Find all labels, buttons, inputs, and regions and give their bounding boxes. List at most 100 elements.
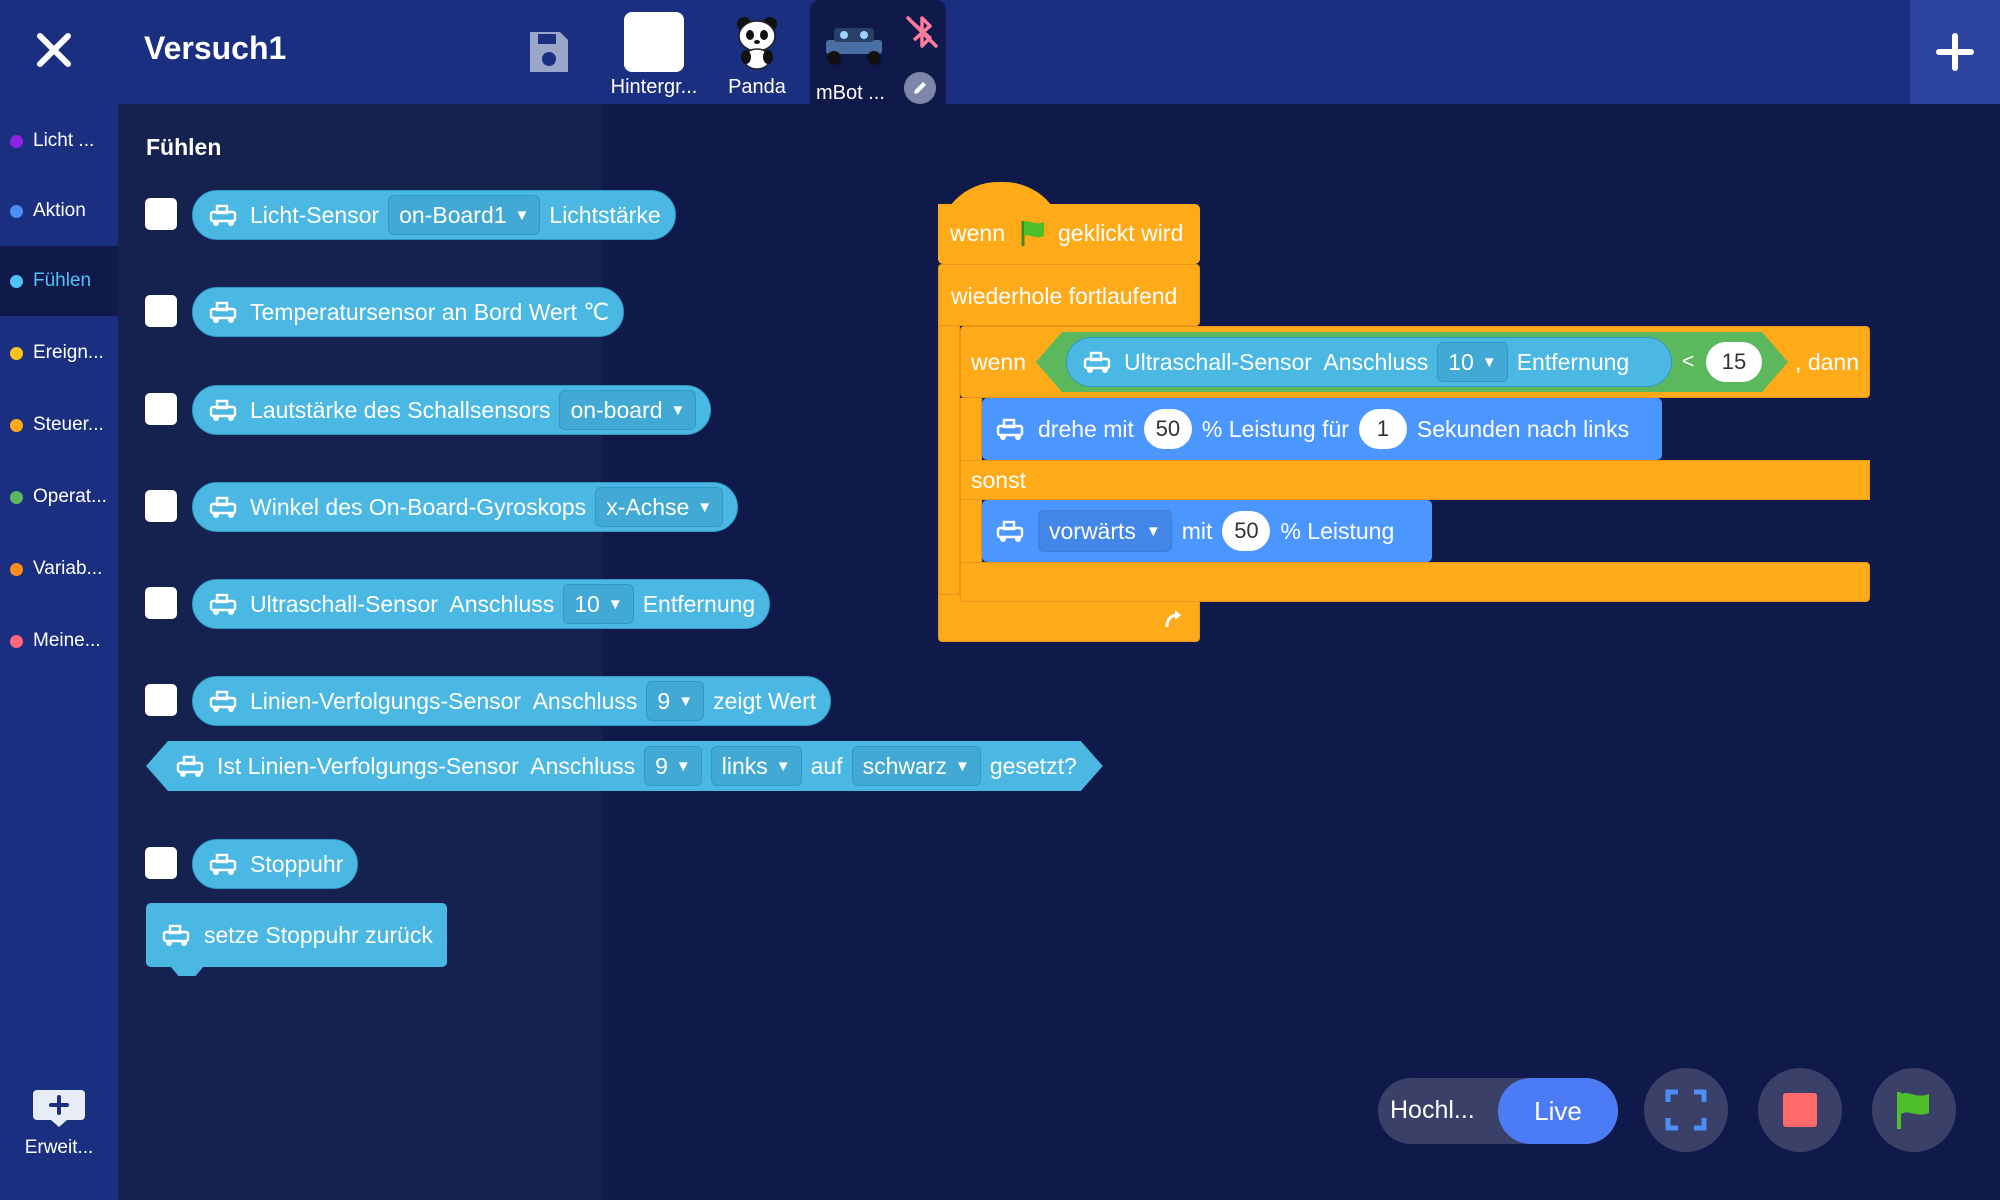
extensions-label: Erweit... [24,1137,94,1158]
port-dropdown[interactable]: 10▼ [563,584,634,624]
power-input[interactable]: 50 [1143,409,1192,449]
compare-value-input[interactable]: 15 [1706,342,1762,382]
port-dropdown[interactable]: 9▼ [644,746,702,786]
block-timer[interactable]: Stoppuhr [192,839,359,889]
block-turn-left[interactable]: drehe mit 50 % Leistung für 1 Sekunden n… [982,398,1662,460]
block-line-follower-value[interactable]: Linien-Verfolgungs-Sensor Anschluss 9▼ z… [192,676,832,726]
green-flag-button[interactable] [1872,1068,1956,1152]
checkbox-gyroscope[interactable] [145,490,177,522]
category-label: Meine... [33,630,101,651]
checkbox-timer[interactable] [145,847,177,879]
add-extension-icon [33,1090,85,1127]
side-dropdown[interactable]: links▼ [711,746,802,786]
category-light[interactable]: Licht ... [0,106,118,176]
stop-icon [1783,1093,1817,1127]
extensions-button[interactable]: Erweit... [0,1088,118,1168]
category-operators[interactable]: Operat... [0,462,118,532]
color-dropdown[interactable]: schwarz▼ [852,746,981,786]
edit-sprite-button[interactable] [904,72,936,104]
sprite-tile-mbot[interactable]: mBot ... [810,0,946,104]
block-text: wiederhole fortlaufend [951,283,1178,309]
checkbox-line-follower[interactable] [145,684,177,716]
sprite-label: mBot ... [816,82,885,104]
block-text: wenn [971,349,1026,375]
seconds-input[interactable]: 1 [1358,409,1407,449]
bluetooth-disconnected-icon[interactable] [902,12,942,52]
direction-dropdown[interactable]: vorwärts▼ [1038,510,1172,552]
block-text: % Leistung für [1201,415,1349,442]
block-ultrasonic-distance[interactable]: Ultraschall-Sensor Anschluss 10▼ Entfern… [192,579,771,629]
block-line-follower-boolean[interactable]: Ist Linien-Verfolgungs-Sensor Anschluss … [146,741,1103,791]
upload-mode-option[interactable]: Hochl... [1390,1096,1475,1124]
close-button[interactable] [24,20,84,80]
block-light-sensor[interactable]: Licht-Sensor on-Board1▼ Lichtstärke [192,190,676,240]
robot-icon [996,418,1024,440]
checkbox-temperature[interactable] [145,295,177,327]
checkbox-ultrasonic[interactable] [145,587,177,619]
sprite-label: Panda [728,76,786,98]
caret-down-icon: ▼ [954,757,970,775]
category-action[interactable]: Aktion [0,176,118,246]
category-variables[interactable]: Variab... [0,534,118,604]
checkbox-loudness[interactable] [145,393,177,425]
dropdown-value: 10 [574,590,600,617]
block-text: Lichtstärke [549,201,661,228]
live-mode-option[interactable]: Live [1498,1078,1618,1144]
stop-button[interactable] [1758,1068,1842,1152]
green-flag-icon [1897,1092,1929,1129]
block-text: geklickt wird [1058,220,1184,246]
robot-icon [996,520,1024,542]
forever-arm [938,326,960,594]
block-reset-timer[interactable]: setze Stoppuhr zurück [146,903,447,967]
project-title[interactable]: Versuch1 [144,30,287,66]
block-temperature-sensor[interactable]: Temperatursensor an Bord Wert ℃ [192,287,625,337]
dropdown-value: links [721,752,768,779]
robot-icon [174,755,208,777]
port-dropdown[interactable]: 10▼ [1437,342,1508,382]
save-button[interactable] [524,28,572,76]
forever-footer [938,594,1200,642]
block-when-flag-clicked[interactable]: wenn geklickt wird [938,204,1200,264]
sprite-tile-background[interactable]: Hintergr... [604,0,704,104]
category-label: Steuer... [33,414,104,435]
dropdown-value: x-Achse [606,493,690,520]
mode-toggle[interactable]: Hochl... Live [1378,1078,1618,1144]
fullscreen-icon [1665,1089,1707,1131]
caret-down-icon: ▼ [675,757,691,775]
category-sensing[interactable]: Fühlen [0,246,118,316]
category-my-blocks[interactable]: Meine... [0,606,118,676]
category-dot [10,490,23,504]
sprite-label: Hintergr... [610,76,698,98]
mbot-icon [826,28,882,65]
block-loudness-sensor[interactable]: Lautstärke des Schallsensors on-board▼ [192,385,712,435]
block-text: Entfernung [642,590,756,617]
block-ultrasonic-distance-placed[interactable]: Ultraschall-Sensor Anschluss 10▼ Entfern… [1066,337,1672,387]
source-dropdown[interactable]: on-board▼ [559,390,697,430]
category-label: Licht ... [33,130,95,151]
block-text: Linien-Verfolgungs-Sensor Anschluss [250,687,638,714]
robot-icon [209,690,237,712]
port-dropdown[interactable]: 9▼ [646,681,705,721]
checkbox-light-sensor[interactable] [145,198,177,230]
block-gyroscope-angle[interactable]: Winkel des On-Board-Gyroskops x-Achse ▼ [192,482,739,532]
pencil-icon [914,82,926,94]
add-sprite-button[interactable] [1910,0,2000,104]
fullscreen-button[interactable] [1644,1068,1728,1152]
save-icon [530,32,568,72]
category-control[interactable]: Steuer... [0,390,118,460]
category-events[interactable]: Ereign... [0,318,118,388]
caret-down-icon: ▼ [697,498,713,516]
axis-dropdown[interactable]: x-Achse ▼ [595,487,724,527]
block-text: Winkel des On-Board-Gyroskops [250,493,587,520]
block-text: Entfernung [1516,348,1630,375]
port-dropdown[interactable]: on-Board1▼ [388,195,541,235]
block-forever[interactable]: wiederhole fortlaufend [938,264,1200,326]
block-text: Sekunden nach links [1416,415,1630,442]
sprite-tile-panda[interactable]: Panda [712,0,802,104]
block-move-forward[interactable]: vorwärts▼ mit 50 % Leistung [982,500,1432,562]
power-input[interactable]: 50 [1222,511,1271,551]
block-flyout [118,104,602,1200]
block-text: Licht-Sensor [250,201,380,228]
loop-arrow-icon [1165,610,1181,628]
block-text: Temperatursensor an Bord Wert ℃ [250,298,610,325]
